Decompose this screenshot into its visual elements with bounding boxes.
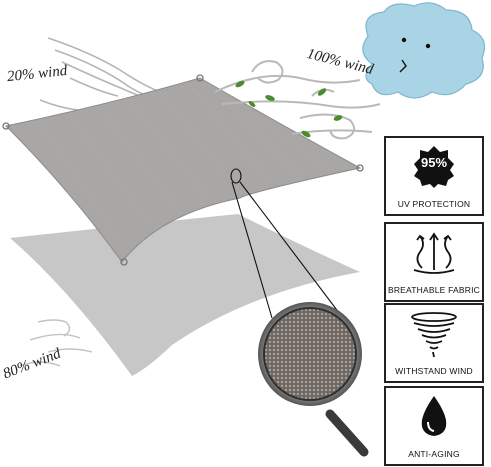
feature-badge-wind: WITHSTAND WIND — [384, 303, 484, 383]
feature-badge-aging: ANTI-AGING — [384, 386, 484, 466]
breathable-arrows-icon — [413, 232, 455, 274]
corner-rings — [2, 74, 364, 266]
uv-shield-icon — [414, 146, 454, 188]
uv-percent: 95% — [420, 155, 448, 170]
sail-texture — [39, 83, 331, 241]
feature-badge-breathable: BREATHABLE FABRIC — [384, 222, 484, 302]
cloud-face — [362, 2, 485, 99]
feature-label: BREATHABLE FABRIC — [387, 285, 481, 295]
feature-badge-uv: 95% UV PROTECTION — [384, 136, 484, 216]
tornado-icon — [411, 312, 457, 358]
leaf-icons — [235, 80, 343, 138]
feature-label: WITHSTAND WIND — [395, 366, 473, 376]
feature-label: ANTI-AGING — [408, 449, 460, 459]
magnifier-lines — [230, 168, 353, 331]
feature-label: UV PROTECTION — [397, 199, 471, 209]
wind-swirls-right — [214, 60, 381, 140]
sail-shadow — [10, 214, 360, 376]
water-drop-icon — [421, 396, 447, 436]
shade-sail — [4, 77, 362, 263]
magnifier-glass — [258, 302, 369, 457]
wind-lines-bottom — [19, 319, 93, 367]
